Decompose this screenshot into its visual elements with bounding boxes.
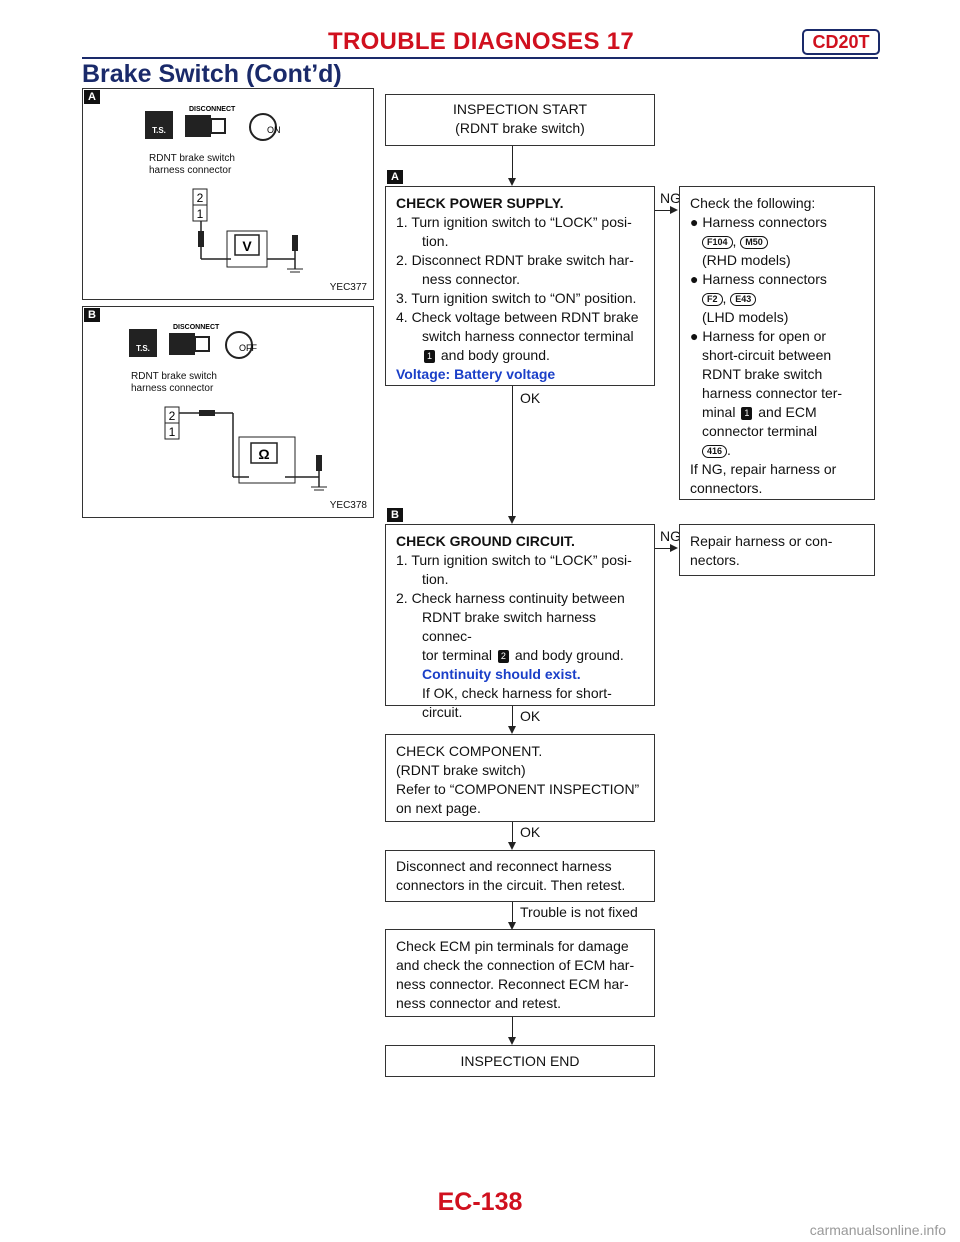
connector-line	[512, 146, 513, 180]
svg-text:2: 2	[197, 191, 204, 205]
figure-b: B T.S. DISCONNECT OFF RDNT brake switch …	[82, 306, 374, 518]
figure-b-label-2: harness connector	[131, 383, 214, 394]
svg-text:DISCONNECT: DISCONNECT	[173, 324, 220, 331]
disconnect-icon: T.S. DISCONNECT ON	[145, 106, 281, 141]
connector-line	[512, 1017, 513, 1039]
figure-a-code: YEC377	[329, 282, 367, 293]
connector-line	[512, 706, 513, 728]
connector-line	[655, 210, 671, 211]
check-power-supply-box: CHECK POWER SUPPLY. 1. Turn ignition swi…	[385, 186, 655, 386]
svg-text:Ω: Ω	[258, 446, 269, 462]
watermark: carmanualsonline.info	[809, 1222, 946, 1238]
terminal-pin-badge: 1	[424, 349, 435, 363]
arrow-down-icon	[508, 516, 516, 524]
not-fixed-label: Trouble is not fixed	[520, 904, 638, 920]
header-rule	[82, 57, 878, 59]
arrow-down-icon	[508, 178, 516, 186]
connector-badge: F2	[702, 292, 723, 306]
figure-a: A T.S. DISCONNECT ON RDNT brake switch h…	[82, 88, 374, 300]
svg-text:DISCONNECT: DISCONNECT	[189, 106, 236, 113]
figure-a-label-2: harness connector	[149, 165, 232, 176]
ok-label: OK	[520, 824, 541, 840]
ohmmeter-diagram: 2 1 Ω	[164, 406, 327, 491]
continuity-spec: Continuity should exist.	[422, 666, 581, 682]
page-subtitle: Brake Switch (Cont’d)	[82, 60, 342, 88]
voltage-spec: Voltage: Battery voltage	[396, 366, 556, 382]
figure-b-marker: B	[84, 308, 100, 322]
svg-text:1: 1	[197, 207, 204, 221]
figure-a-marker: A	[84, 90, 100, 104]
check-ground-circuit-box: CHECK GROUND CIRCUIT. 1. Turn ignition s…	[385, 524, 655, 720]
arrow-down-icon	[508, 922, 516, 930]
ng-check-following-box: Check the following: ● Harness connector…	[679, 186, 875, 500]
connector-line	[655, 548, 671, 549]
ok-label: OK	[520, 390, 541, 406]
ng-repair-box: Repair harness or con- nectors.	[679, 524, 875, 576]
svg-text:T.S.: T.S.	[136, 344, 150, 353]
svg-text:2: 2	[169, 409, 176, 423]
svg-text:V: V	[242, 238, 252, 254]
connector-badge: M50	[740, 235, 768, 249]
connector-line	[512, 902, 513, 924]
arrow-right-icon	[670, 544, 678, 552]
engine-badge: CD20T	[802, 29, 880, 55]
terminal-pin-badge: 2	[497, 649, 509, 663]
step-marker-b: B	[387, 508, 403, 522]
step-marker-a: A	[387, 170, 403, 184]
arrow-right-icon	[670, 206, 678, 214]
arrow-down-icon	[508, 726, 516, 734]
section-title: TROUBLE DIAGNOSES 17	[328, 28, 635, 55]
page-number: EC-138	[437, 1188, 523, 1216]
figure-b-label-1: RDNT brake switch	[131, 371, 217, 382]
figure-b-code: YEC378	[329, 500, 367, 511]
ng-label: NG	[660, 528, 681, 544]
check-ecm-box: Check ECM pin terminals for damage and c…	[385, 929, 655, 1017]
reconnect-box: Disconnect and reconnect harness connect…	[385, 850, 655, 902]
connector-line	[512, 822, 513, 844]
connector-badge: E43	[730, 292, 757, 306]
svg-text:1: 1	[169, 425, 176, 439]
svg-text:ON: ON	[267, 125, 281, 135]
check-component-box: CHECK COMPONENT. (RDNT brake switch) Ref…	[385, 734, 655, 822]
ng-label: NG	[660, 190, 681, 206]
connector-badge: F104	[702, 235, 733, 249]
disconnect-icon: T.S. DISCONNECT OFF	[129, 324, 257, 359]
inspection-start-box: INSPECTION START (RDNT brake switch)	[385, 94, 655, 146]
inspection-end-box: INSPECTION END	[385, 1045, 655, 1077]
voltmeter-diagram: 2 1 V	[192, 188, 303, 273]
arrow-down-icon	[508, 842, 516, 850]
connector-badge: 416	[702, 444, 728, 458]
ok-label: OK	[520, 708, 541, 724]
connector-line	[512, 386, 513, 518]
svg-text:OFF: OFF	[239, 343, 257, 353]
figure-a-label-1: RDNT brake switch	[149, 153, 235, 164]
arrow-down-icon	[508, 1037, 516, 1045]
svg-text:T.S.: T.S.	[152, 126, 166, 135]
terminal-pin-badge: 1	[741, 406, 753, 420]
